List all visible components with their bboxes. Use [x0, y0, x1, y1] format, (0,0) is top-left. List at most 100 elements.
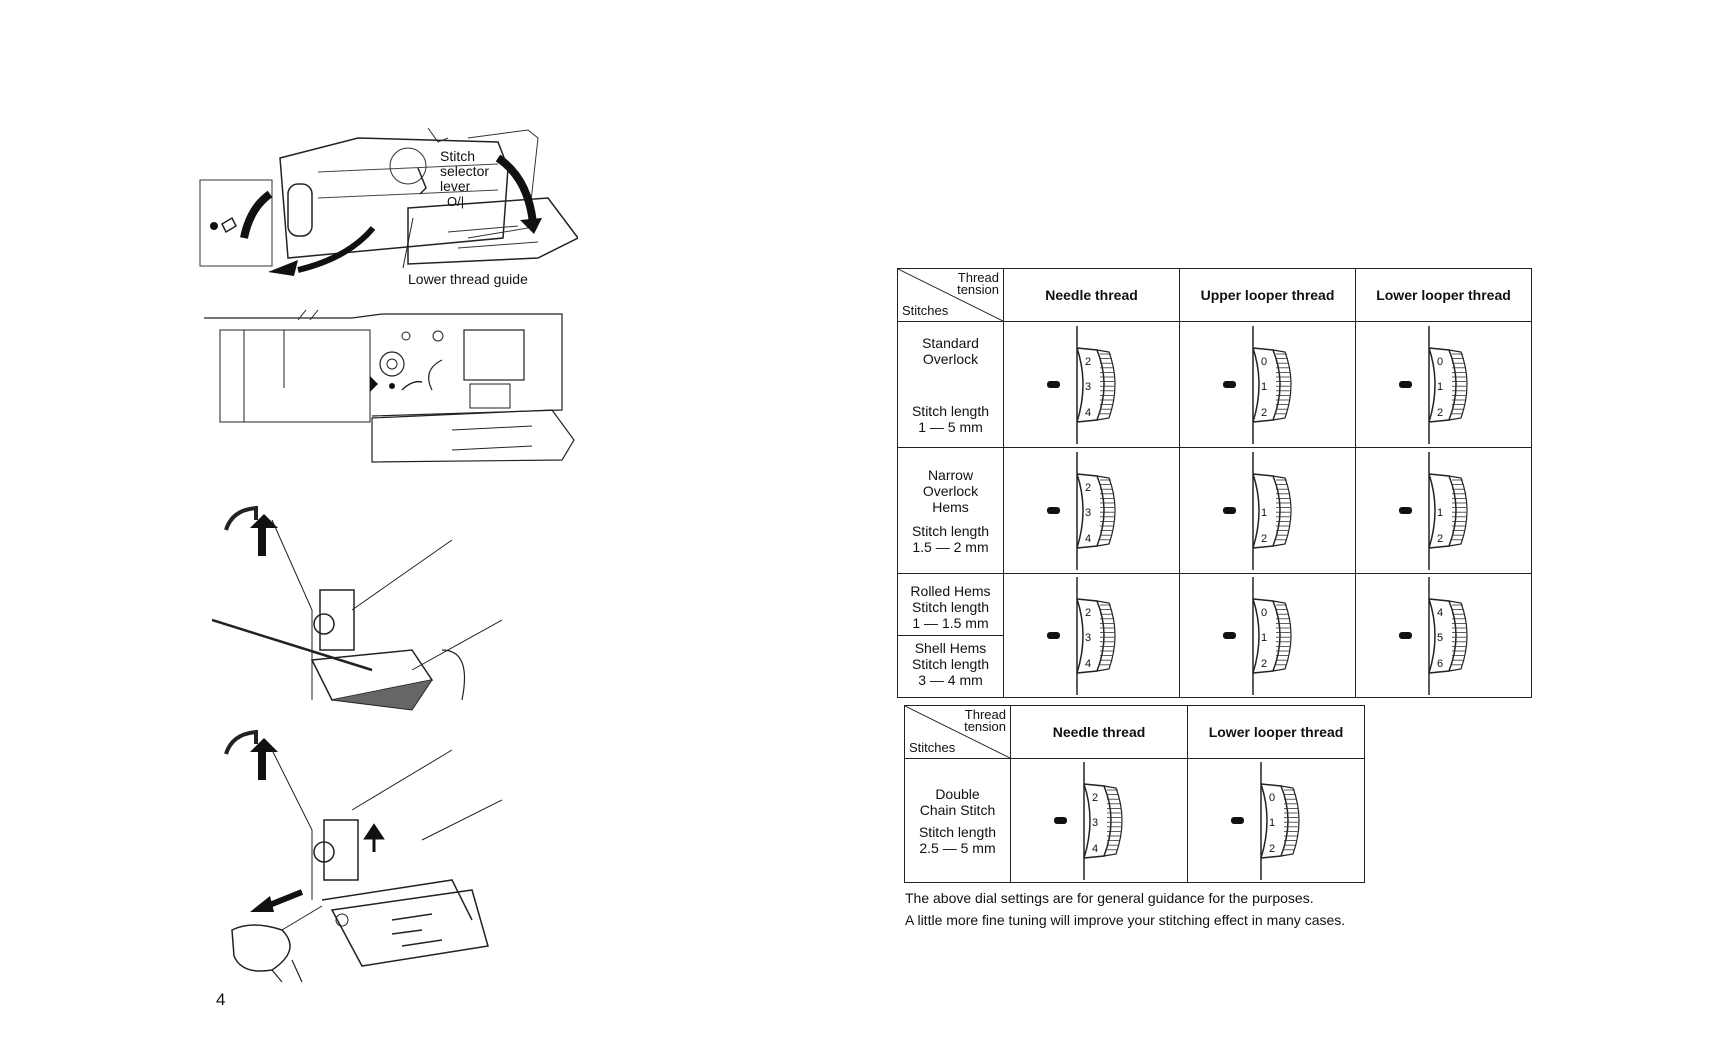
dial-edge — [1427, 473, 1436, 548]
corner-thread-tension-label: Thread tension — [957, 270, 999, 297]
dial-body — [1252, 346, 1281, 423]
header-lower-looper-thread: Lower looper thread — [1187, 705, 1365, 759]
dial-number: 1 — [1260, 507, 1266, 519]
dial-edge — [1083, 783, 1091, 858]
looper-area-illustration — [202, 300, 582, 470]
guidance-note-1: The above dial settings are for general … — [905, 890, 1314, 906]
dial-number: 2 — [1436, 533, 1442, 545]
dial-number: 4 — [1084, 407, 1090, 419]
dial-edge — [1251, 347, 1260, 422]
dial-number: 3 — [1084, 507, 1090, 519]
dial-body — [1076, 597, 1105, 674]
dial-number: 4 — [1084, 533, 1090, 545]
stitch-narrow-overlock-hems: Narrow Overlock Hems Stitch length 1.5 —… — [897, 447, 1004, 574]
dial-number: 2 — [1269, 843, 1275, 855]
dial-body — [1076, 472, 1105, 549]
dial-knurl-band — [1448, 474, 1468, 547]
remove-fabric-illustration — [212, 720, 502, 982]
dial-body — [1083, 782, 1112, 859]
dial-body — [1252, 597, 1281, 674]
tension-dial: 012 — [1222, 325, 1292, 444]
dial-indicator-mark — [1046, 380, 1060, 388]
dial-indicator-mark — [1222, 380, 1236, 388]
dial-number: 1 — [1260, 381, 1266, 393]
dial-number: 4 — [1436, 607, 1442, 619]
dial-cell: 2 3 4 — [1003, 447, 1180, 574]
table-row: Double Chain Stitch Stitch length 2.5 — … — [904, 758, 1365, 883]
dial-number: 2 — [1084, 482, 1090, 494]
header-lower-looper-thread: Lower looper thread — [1355, 268, 1532, 322]
stitch-rolled-shell-hems: Rolled Hems Stitch length 1 — 1.5 mm She… — [897, 573, 1004, 698]
dial-number: 2 — [1260, 658, 1266, 670]
tension-dial: 2 3 4 — [1046, 451, 1116, 570]
header-upper-looper-thread: Upper looper thread — [1179, 268, 1356, 322]
dial-number: 2 — [1260, 533, 1266, 545]
corner-stitches-label: Stitches — [909, 740, 956, 755]
dial-number: 4 — [1084, 658, 1090, 670]
dial-knurl-band — [1448, 599, 1468, 672]
tension-dial: 456 — [1398, 576, 1468, 695]
dial-edge — [1075, 473, 1084, 548]
tension-dial: 12 — [1398, 451, 1468, 570]
tension-dial: 234 — [1054, 761, 1123, 880]
dial-number: 2 — [1436, 407, 1442, 419]
dial-indicator-mark — [1054, 816, 1067, 824]
dial-body — [1428, 597, 1457, 674]
dial-number: 1 — [1269, 817, 1275, 829]
corner-diagonal — [905, 706, 1010, 758]
looper-area-drawing — [204, 309, 575, 463]
corner-diagonal — [898, 269, 1003, 321]
table-row: Narrow Overlock Hems Stitch length 1.5 —… — [897, 447, 1532, 574]
dial-indicator-mark — [1046, 631, 1060, 639]
dial-edge — [1075, 347, 1084, 422]
dial-body — [1252, 472, 1281, 549]
dial-indicator-mark — [1398, 380, 1412, 388]
dial-cell: 0 1 2 — [1179, 573, 1356, 698]
remove-fabric-drawing — [224, 729, 502, 982]
dial-indicator-mark — [1398, 506, 1412, 514]
stitch-standard-overlock: Standard Overlock Stitch length 1 — 5 mm — [897, 321, 1004, 448]
dial-number: 1 — [1260, 632, 1266, 644]
corner-thread-tension-label: Thread tension — [964, 707, 1006, 734]
table-row: Rolled Hems Stitch length 1 — 1.5 mm She… — [897, 573, 1532, 698]
thread-tension-table: Thread tension Stitches Needle thread Up… — [897, 268, 1532, 698]
dial-indicator-mark — [1222, 631, 1236, 639]
dial-knurl-band — [1096, 348, 1116, 421]
dial-body — [1428, 346, 1457, 423]
dial-knurl-band — [1096, 474, 1116, 547]
machine-front-drawing — [199, 128, 578, 276]
shell-hems-subcell: Shell Hems Stitch length 3 — 4 mm — [911, 640, 990, 688]
dial-number: 5 — [1436, 632, 1442, 644]
dial-knurl-band — [1280, 784, 1300, 857]
dial-edge — [1251, 473, 1260, 548]
rolled-hems-subcell: Rolled Hems Stitch length 1 — 1.5 mm — [898, 579, 1003, 636]
dial-edge — [1075, 598, 1084, 673]
tension-dial: 12 — [1222, 451, 1292, 570]
dial-number: 3 — [1084, 632, 1090, 644]
tension-dial: 0 1 2 — [1398, 325, 1468, 444]
page-number: 4 — [216, 990, 226, 1009]
dial-number: 0 — [1260, 607, 1266, 619]
dial-number: 0 — [1436, 356, 1442, 368]
dial-indicator-mark — [1222, 506, 1236, 514]
dial-number: 1 — [1436, 381, 1442, 393]
header-needle-thread: Needle thread — [1010, 705, 1188, 759]
dial-indicator-mark — [1231, 816, 1244, 824]
machine-front-illustration — [198, 128, 578, 280]
dial-body — [1260, 782, 1289, 859]
dial-knurl-band — [1272, 599, 1292, 672]
dial-number: 1 — [1436, 507, 1442, 519]
chain-stitch-tension-table: Thread tension Stitches Needle thread Lo… — [904, 705, 1365, 883]
corner-stitches-label: Stitches — [902, 303, 949, 318]
dial-knurl-band — [1096, 599, 1116, 672]
dial-edge — [1251, 598, 1260, 673]
dial-number: 3 — [1084, 381, 1090, 393]
stitch-selector-label: Stitch selector lever — [440, 148, 490, 194]
dial-knurl-band — [1272, 348, 1292, 421]
presser-foot-lift-drawing — [212, 505, 502, 711]
